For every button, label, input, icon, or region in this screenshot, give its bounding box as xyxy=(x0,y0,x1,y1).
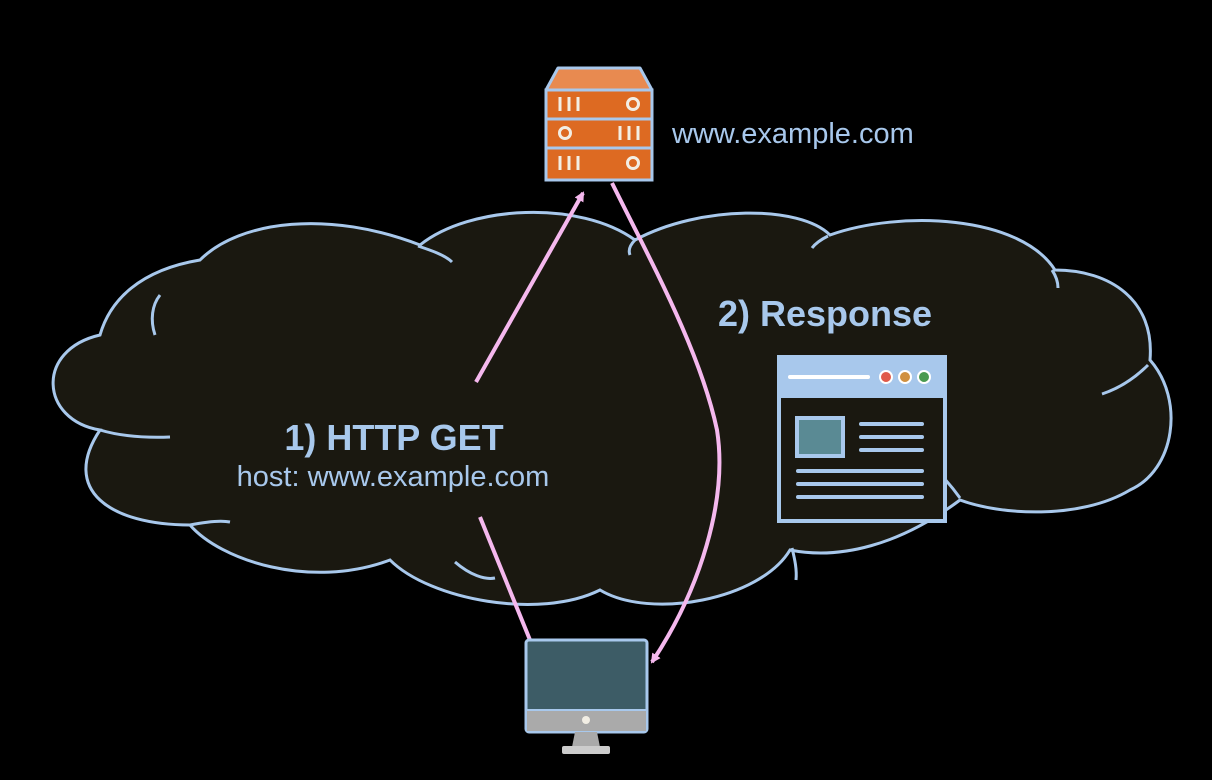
response-arrow xyxy=(610,182,722,664)
request-host-header: host: www.example.com xyxy=(237,461,550,493)
desktop-computer-icon xyxy=(524,638,649,754)
response-title: 2) Response xyxy=(718,293,932,334)
server-hostname-label: www.example.com xyxy=(671,118,914,150)
cloud-bump-line xyxy=(1101,363,1150,396)
cloud-bump-line xyxy=(810,234,829,249)
web-page-icon xyxy=(777,355,947,523)
cloud-bump-line xyxy=(417,244,454,264)
cloud-bump-line xyxy=(99,428,171,439)
request-title: 1) HTTP GET xyxy=(284,417,503,458)
request-arrow xyxy=(474,191,585,641)
cloud-bump-line xyxy=(1050,269,1060,289)
cloud-bump-line xyxy=(454,560,496,580)
cloud-bump-line xyxy=(627,238,637,256)
server-rack-icon xyxy=(544,66,654,182)
cloud-bump-line xyxy=(790,547,798,581)
cloud-bump-line xyxy=(189,519,231,527)
cloud-bump-line xyxy=(150,294,162,336)
